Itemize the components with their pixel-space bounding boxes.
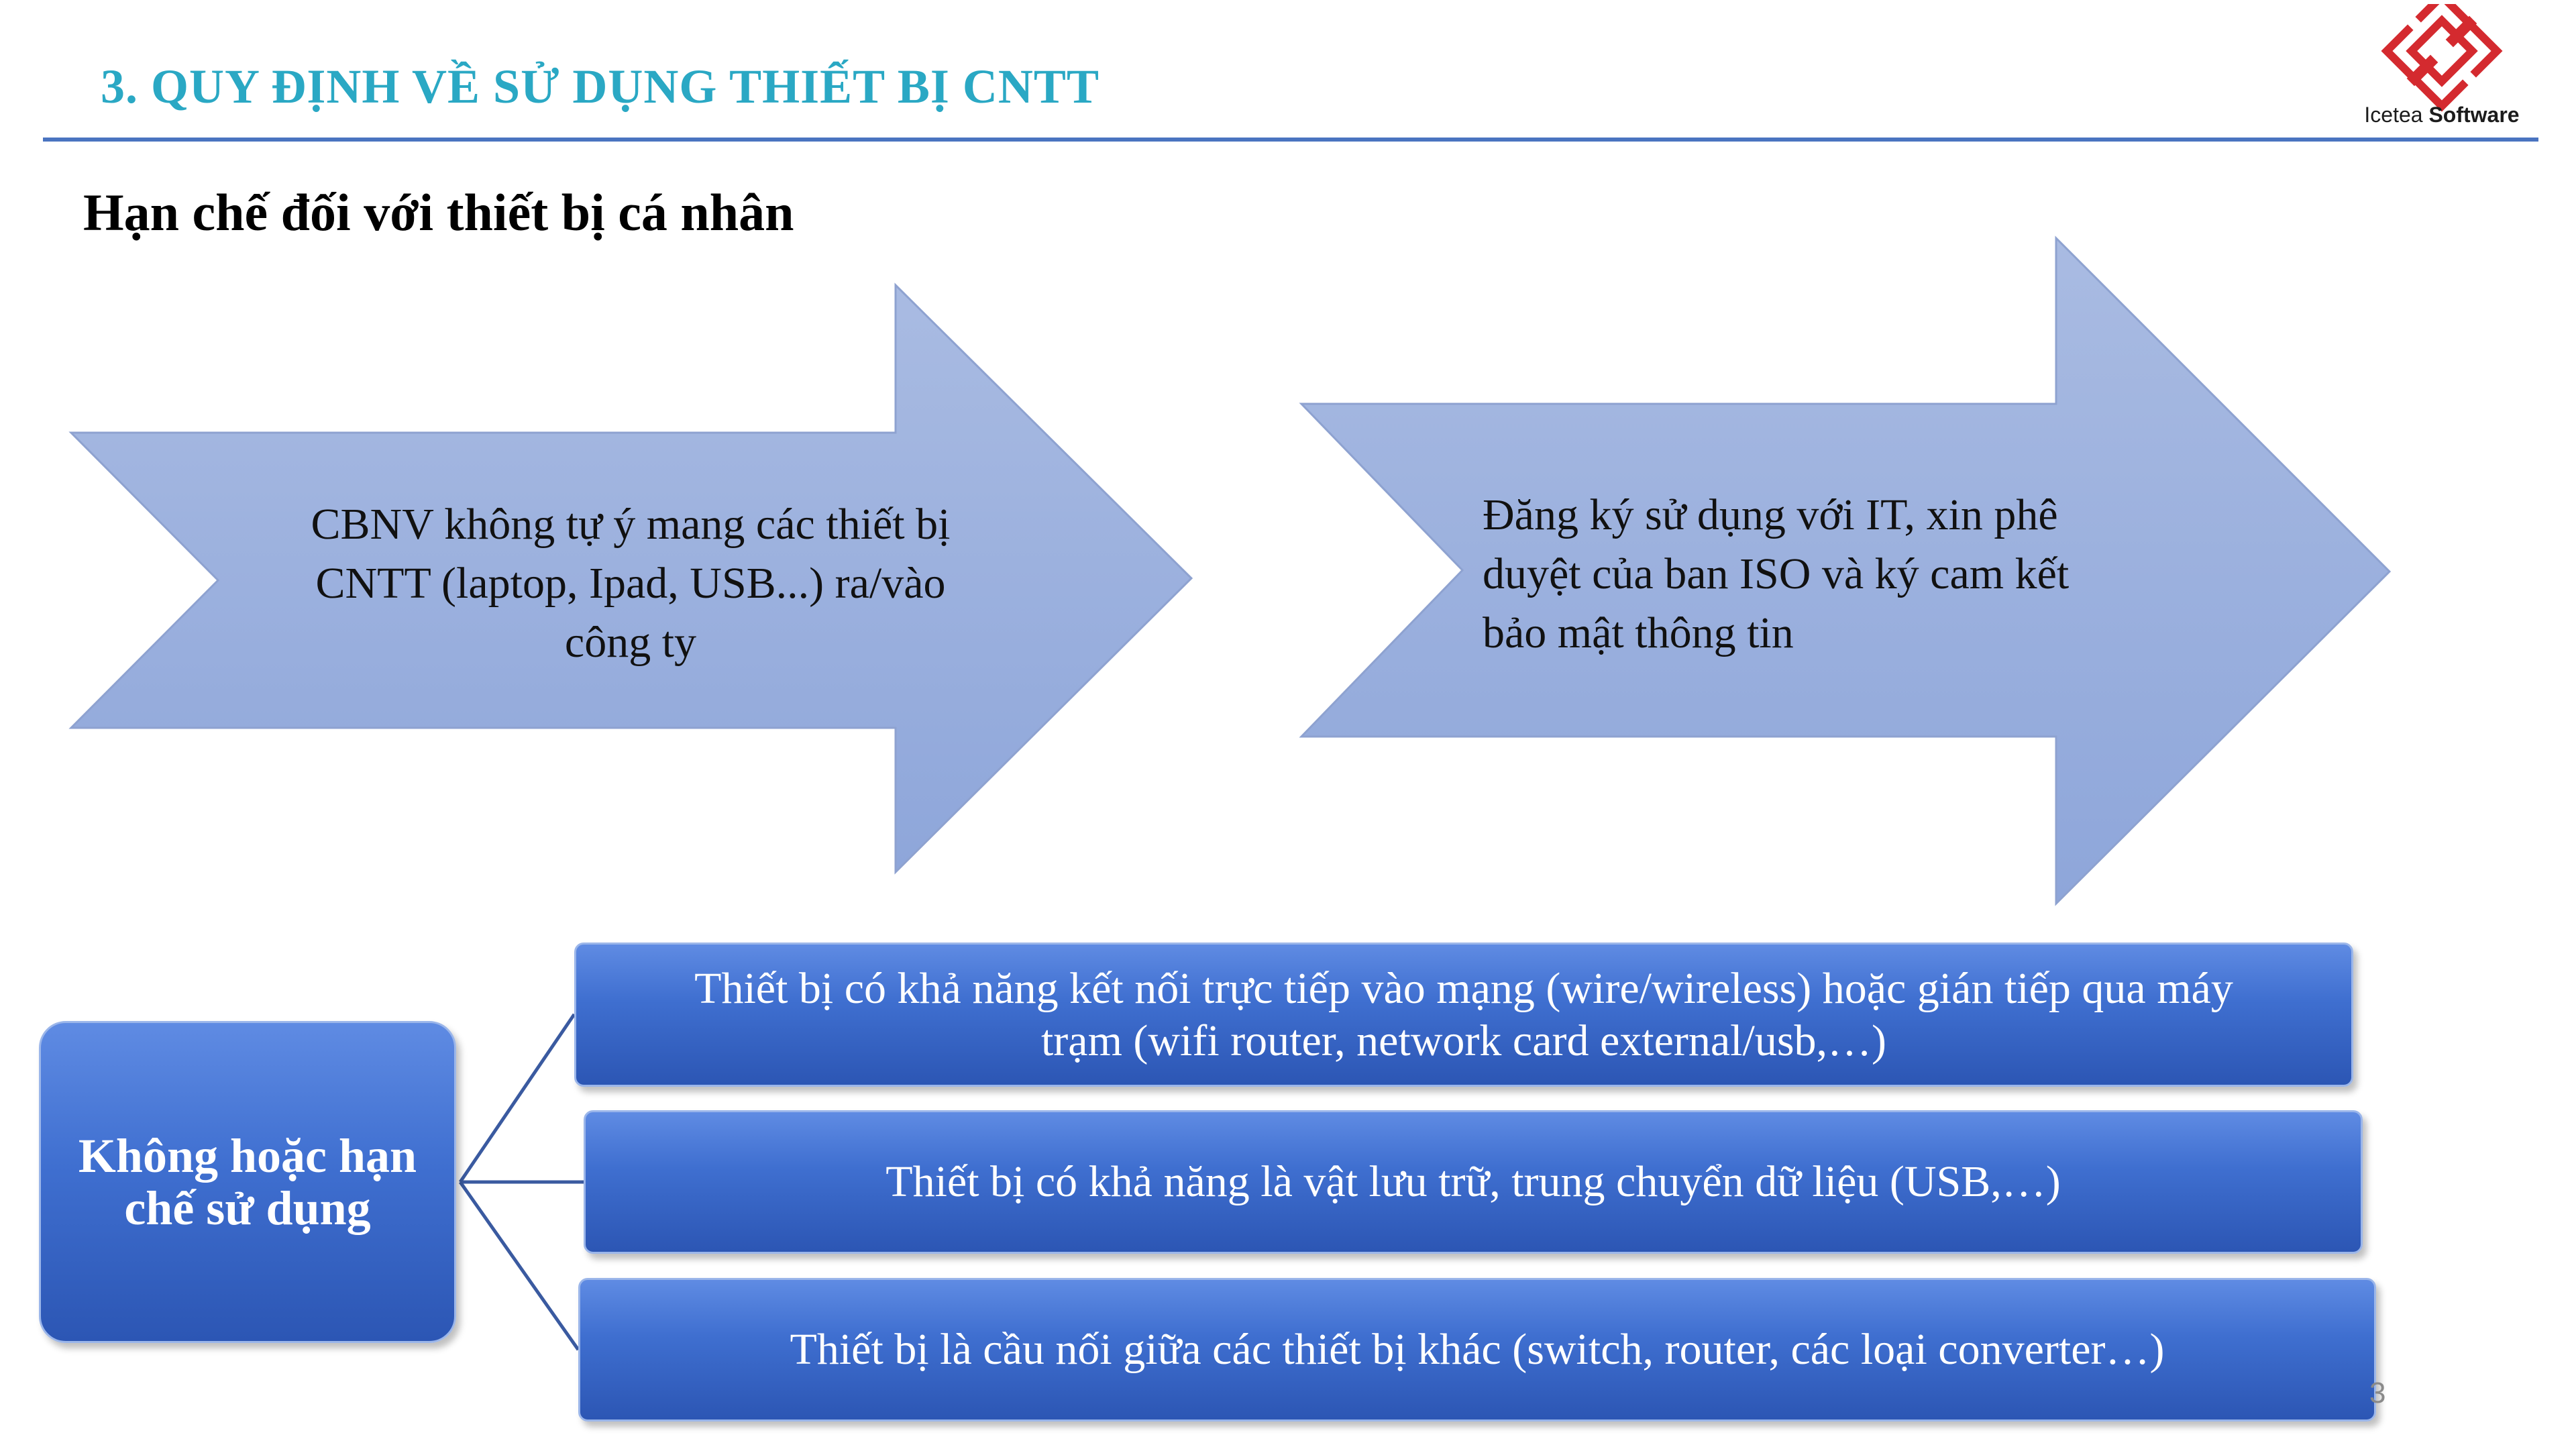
branch-box-line: Thiết bị có khả năng là vật lưu trữ, tru…	[885, 1157, 2061, 1206]
arrow-1-line: CNTT (laptop, Ipad, USB...) ra/vào	[315, 559, 946, 608]
logo-wordmark: Icetea Software	[2328, 103, 2556, 127]
branch-box-line: trạm (wifi router, network card external…	[1040, 1016, 1887, 1065]
branch-box-storage: Thiết bị có khả năng là vật lưu trữ, tru…	[584, 1110, 2363, 1254]
branch-box-network: Thiết bị có khả năng kết nối trực tiếp v…	[574, 943, 2353, 1087]
section-heading: Hạn chế đối với thiết bị cá nhân	[83, 183, 794, 241]
arrow-1-shape	[68, 282, 1193, 875]
arrow-2-line: bảo mật thông tin	[1483, 608, 1794, 657]
arrow-2-line: duyệt của ban ISO và ký cam kết	[1483, 549, 2070, 598]
logo-wordmark-light: Icetea	[2364, 103, 2423, 127]
connector-line-3	[458, 1181, 580, 1351]
logo-wordmark-bold: Software	[2428, 103, 2520, 127]
arrow-1-text: CBNV không tự ý mang các thiết bị CNTT (…	[255, 495, 1006, 672]
root-box-line: Không hoặc hạn	[78, 1129, 417, 1183]
arrow-2-text: Đăng ký sử dụng với IT, xin phê duyệt củ…	[1483, 486, 2220, 663]
title-divider	[43, 138, 2538, 142]
arrow-1-line: CBNV không tự ý mang các thiết bị	[311, 500, 951, 549]
page-number: 3	[2369, 1377, 2386, 1409]
arrow-2-line: Đăng ký sử dụng với IT, xin phê	[1483, 490, 2058, 539]
branch-box-bridge: Thiết bị là cầu nối giữa các thiết bị kh…	[578, 1278, 2376, 1421]
arrow-2-shape	[1299, 235, 2392, 906]
root-box-line: chế sử dụng	[124, 1181, 371, 1235]
branch-box-line: Thiết bị là cầu nối giữa các thiết bị kh…	[790, 1325, 2165, 1374]
slide-title: 3. QUY ĐỊNH VỀ SỬ DỤNG THIẾT BỊ CNTT	[101, 60, 1099, 113]
icetea-logo-icon	[2381, 4, 2503, 112]
connector-line-1	[458, 1013, 576, 1183]
root-box: Không hoặc hạn chế sử dụng	[39, 1021, 456, 1343]
arrow-1-line: công ty	[564, 618, 697, 667]
branch-box-line: Thiết bị có khả năng kết nối trực tiếp v…	[694, 963, 2233, 1013]
